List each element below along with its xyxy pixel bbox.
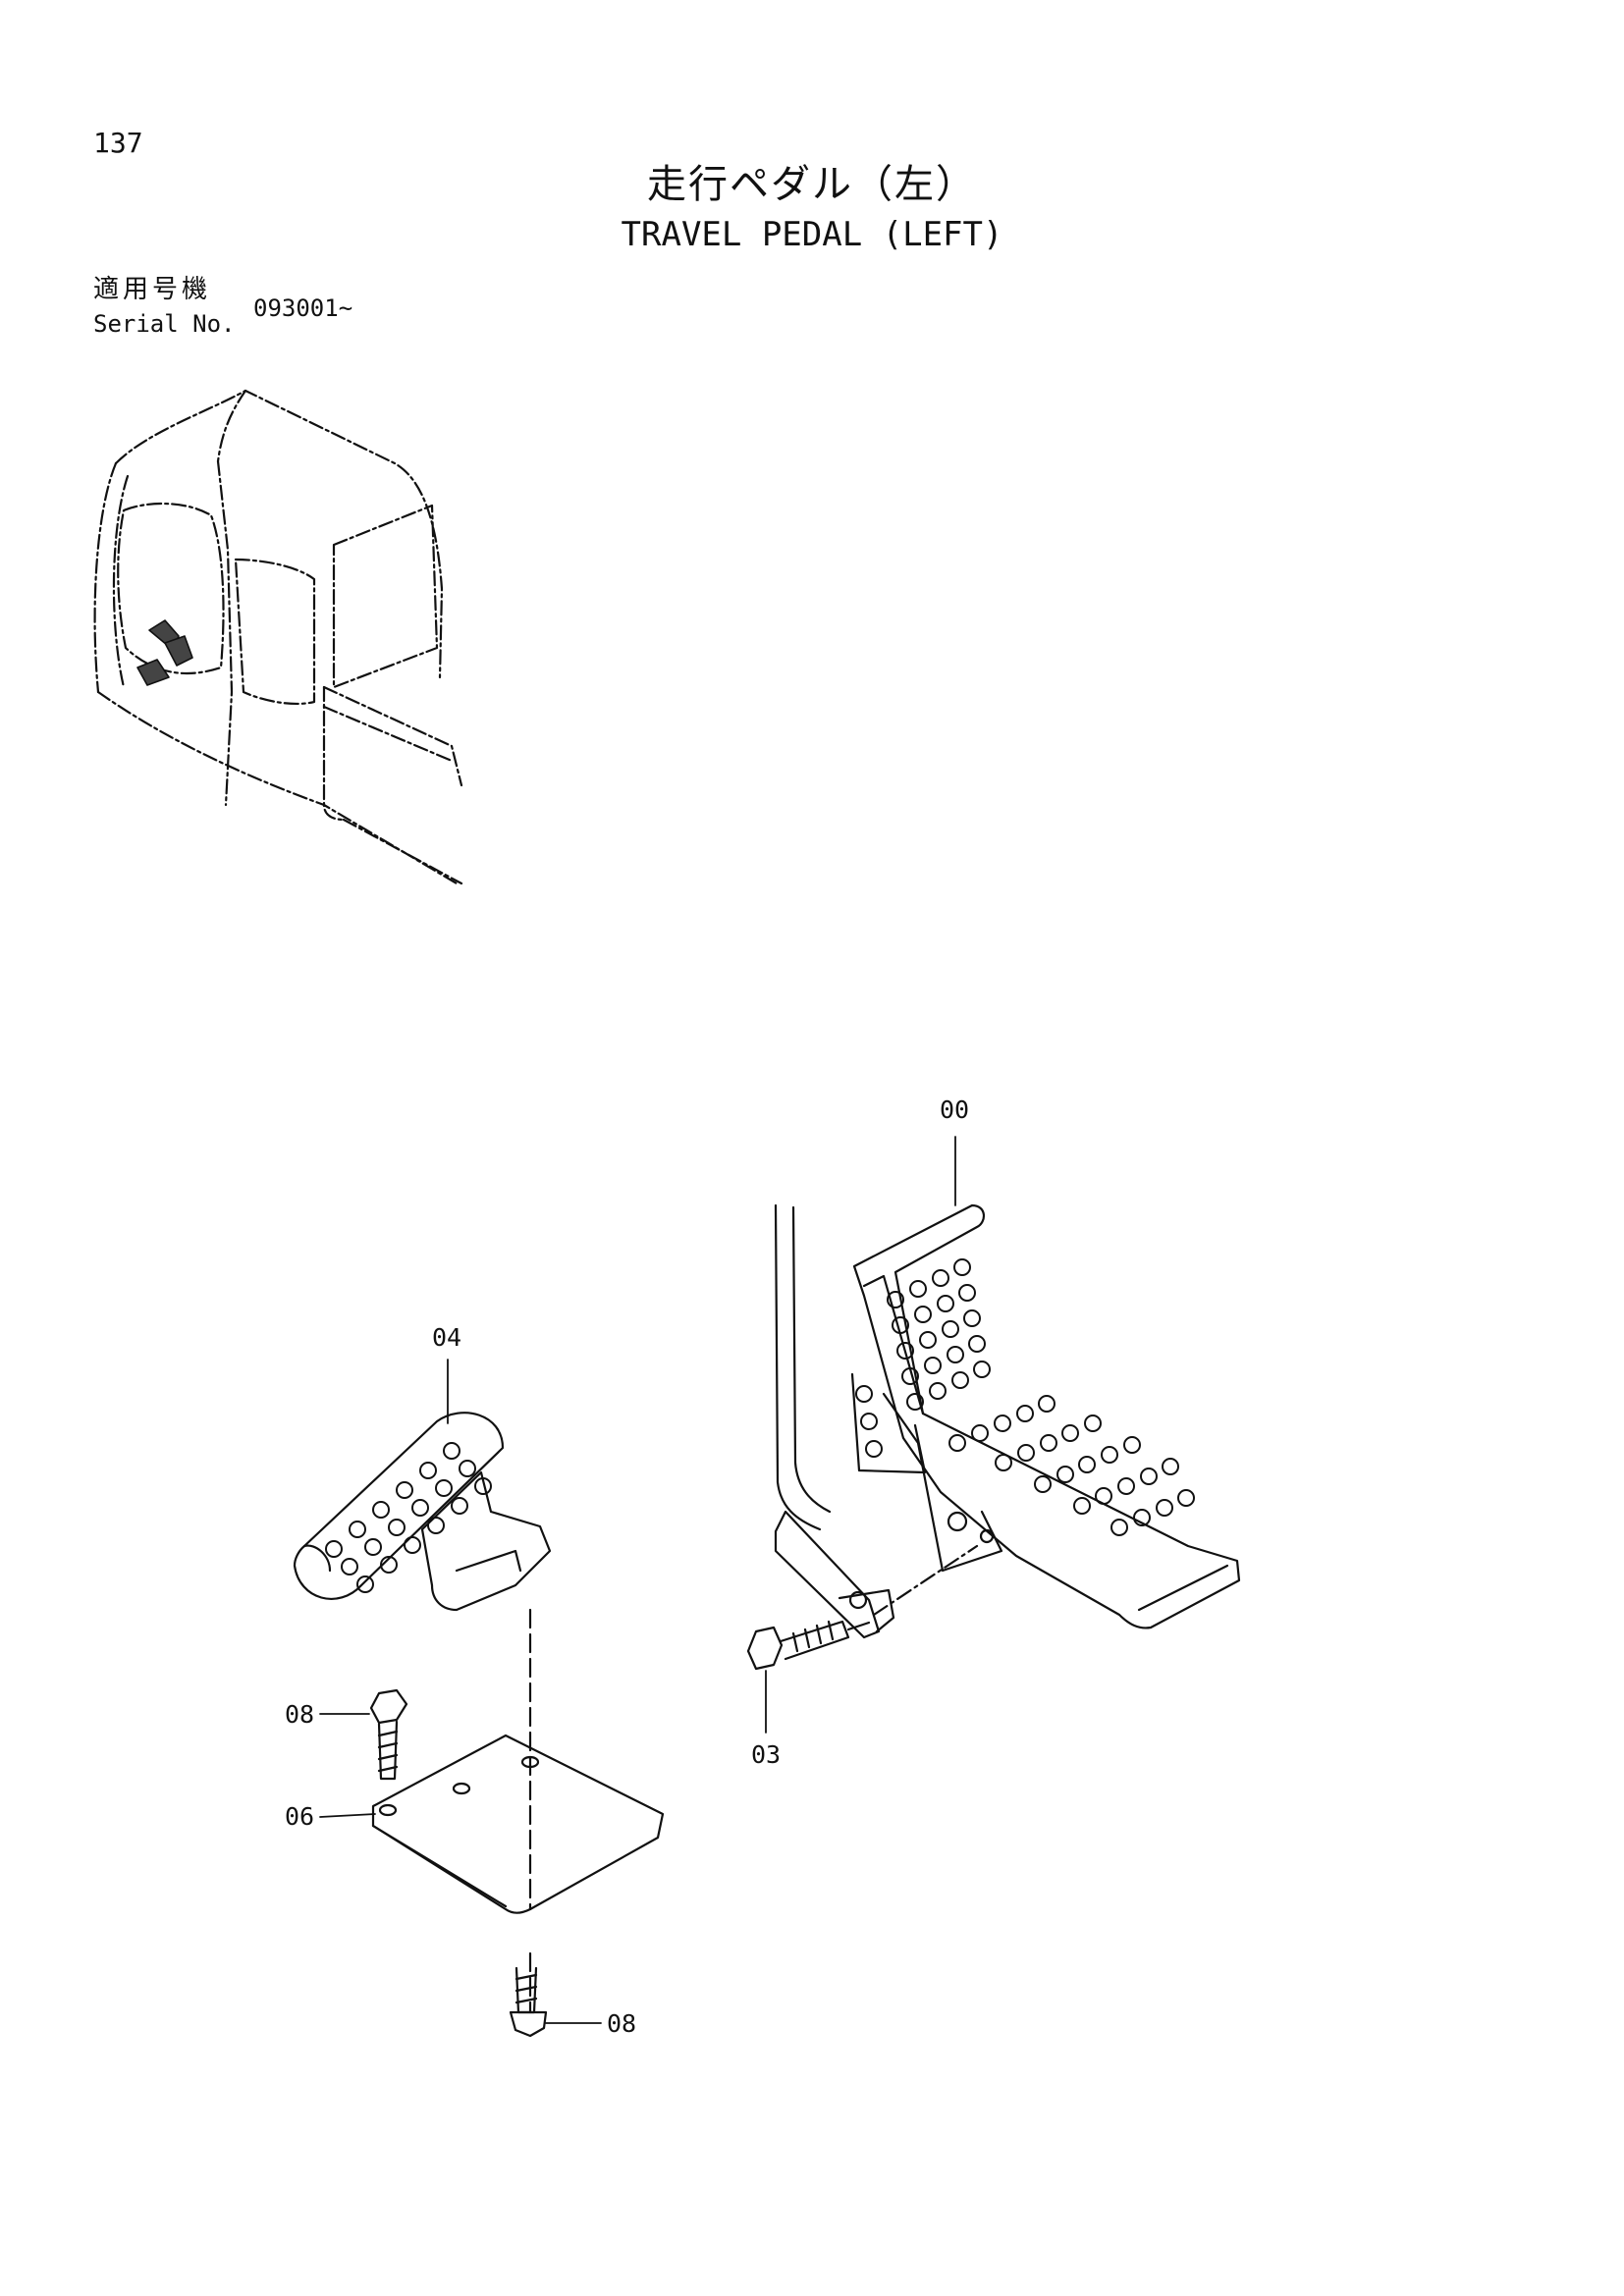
pedal-00-side-holes xyxy=(855,1385,883,1458)
page-title-english: TRAVEL PEDAL (LEFT) xyxy=(621,215,1003,254)
mounting-plate-06 xyxy=(371,1734,665,1914)
serial-number-value: 093001~ xyxy=(253,294,353,322)
callout-part-08-bottom: 08 xyxy=(607,2009,637,2038)
pedal-04-grip-holes xyxy=(325,1442,492,1593)
pedal-00-grip-holes xyxy=(887,1258,1195,1536)
page-number: 137 xyxy=(93,127,143,159)
leader-lines xyxy=(319,1136,956,2024)
page-title-japanese: 走行ペダル（左） xyxy=(647,162,977,207)
serial-label-japanese: 適用号機 xyxy=(93,275,212,304)
callout-part-04: 04 xyxy=(432,1323,462,1352)
callout-part-00: 00 xyxy=(940,1095,970,1124)
cab-overview-illustration xyxy=(93,389,463,885)
cab-pedal-detail-icon xyxy=(136,619,193,686)
callout-part-06: 06 xyxy=(285,1802,315,1831)
bolt-08-top xyxy=(369,1688,408,1781)
travel-pedal-assembly-00 xyxy=(774,1203,1241,1639)
bolt-08-bottom xyxy=(509,1966,548,2038)
callout-part-08-top: 08 xyxy=(285,1700,315,1729)
pedal-pad-04 xyxy=(293,1412,552,1612)
bolt-03 xyxy=(746,1620,871,1671)
callout-part-03: 03 xyxy=(751,1740,782,1769)
serial-label-english: Serial No. xyxy=(93,310,236,338)
